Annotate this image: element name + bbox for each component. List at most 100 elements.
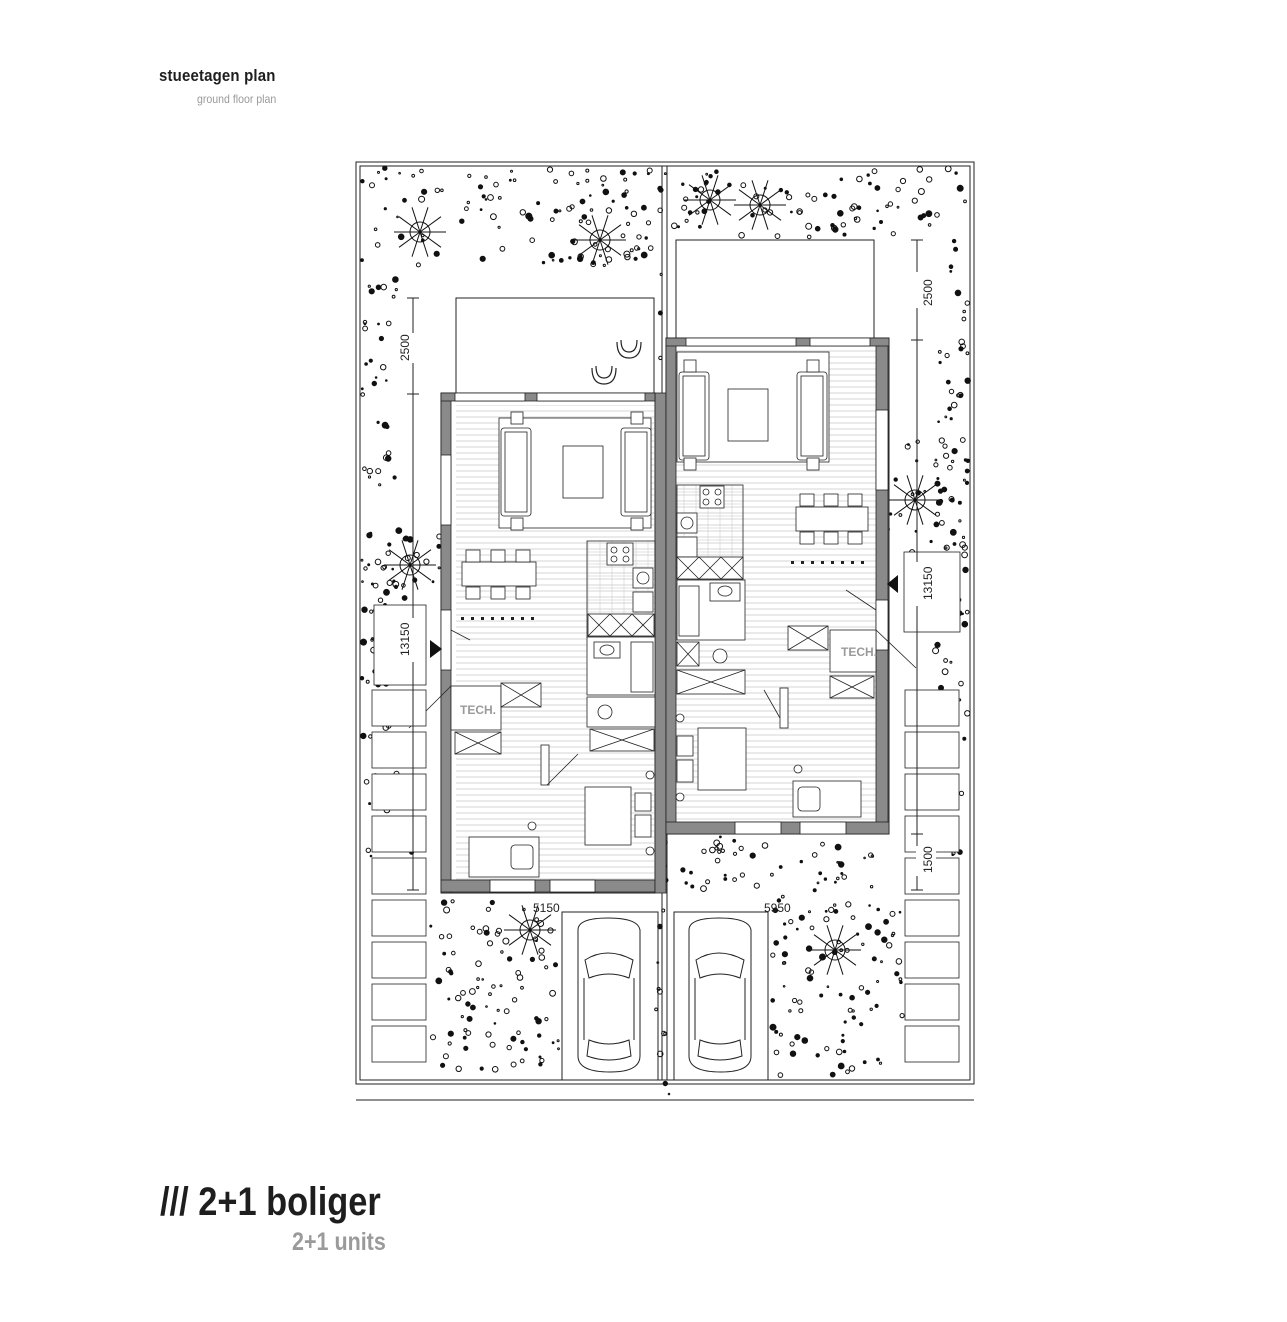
shrub-dot xyxy=(383,588,390,596)
shrub-dot xyxy=(360,387,364,391)
shrub-dot xyxy=(842,1049,847,1054)
shrub-dot xyxy=(896,205,900,209)
shrub-dot xyxy=(508,178,512,182)
shrub-dot xyxy=(950,401,958,409)
shrub-dot xyxy=(840,1039,845,1044)
shrub-dot xyxy=(824,909,828,913)
tree-symbol xyxy=(734,180,786,230)
paving-tile xyxy=(371,815,427,853)
shrub-dot xyxy=(576,255,584,262)
shrub-dot xyxy=(585,219,592,226)
paving-tile xyxy=(371,1025,427,1063)
shrub-dot xyxy=(396,215,399,219)
shrub-dot xyxy=(377,322,380,326)
shrub-dot xyxy=(497,225,501,229)
shrub-dot xyxy=(850,915,856,920)
shrub-dot xyxy=(695,210,700,215)
shrub-dot xyxy=(538,1062,543,1067)
shrub-dot xyxy=(661,1030,667,1037)
shrub-dot xyxy=(801,1037,809,1044)
shrub-dot xyxy=(654,1007,658,1012)
shrub-dot xyxy=(581,214,588,220)
shrub-dot xyxy=(723,873,727,877)
shrub-dot xyxy=(719,835,722,839)
shrub-dot xyxy=(385,550,391,556)
shrub-dot xyxy=(782,961,787,965)
shrub-dot xyxy=(705,172,709,176)
shrub-dot xyxy=(895,958,903,965)
shrub-dot xyxy=(479,208,483,212)
shrub-dot xyxy=(657,207,664,214)
shrub-dot xyxy=(568,170,575,177)
shrub-dot xyxy=(948,496,955,502)
shrub-dot xyxy=(401,595,408,601)
shrub-dot xyxy=(387,542,392,547)
shrub-dot xyxy=(376,420,380,424)
shrub-dot xyxy=(840,222,846,228)
shrub-dot xyxy=(368,734,373,739)
shrub-dot xyxy=(360,258,364,263)
shrub-dot xyxy=(602,188,610,196)
shrub-dot xyxy=(690,884,695,889)
shrub-dot xyxy=(500,950,504,954)
shrub-dot xyxy=(936,477,940,480)
shrub-dot xyxy=(950,459,955,464)
shrub-dot xyxy=(680,867,686,873)
shrub-dot xyxy=(463,1028,468,1033)
shrub-dot xyxy=(845,901,852,908)
shrub-dot xyxy=(663,172,667,176)
left-unit: TECH. xyxy=(408,392,667,894)
shrub-dot xyxy=(858,985,865,991)
shrub-dot xyxy=(954,289,962,297)
shrub-dot xyxy=(866,173,870,177)
shrub-dot xyxy=(506,1044,512,1051)
shrub-dot xyxy=(933,521,940,528)
shrub-dot xyxy=(889,512,893,516)
shrub-dot xyxy=(876,1057,880,1062)
shrub-dot xyxy=(782,985,786,988)
shrub-dot xyxy=(945,379,951,385)
shrub-dot xyxy=(440,1062,446,1068)
shrub-dot xyxy=(459,218,465,224)
shrub-dot xyxy=(958,519,962,523)
shrub-dot xyxy=(435,977,443,985)
shrub-dot xyxy=(961,620,969,628)
tree-symbol xyxy=(809,925,861,975)
shrub-dot xyxy=(714,169,719,174)
shrub-dot xyxy=(770,952,776,958)
shrub-dot xyxy=(856,932,860,936)
shrub-dot xyxy=(797,999,803,1005)
shrub-dot xyxy=(460,1015,464,1019)
shrub-dot xyxy=(863,856,866,860)
shrub-dot xyxy=(684,881,688,885)
shrub-dot xyxy=(770,872,774,877)
shrub-dot xyxy=(455,994,462,1002)
shrub-dot xyxy=(716,842,724,850)
shrub-dot xyxy=(633,256,638,261)
shrub-dot xyxy=(479,255,486,262)
shrub-dot xyxy=(835,1048,843,1056)
shrub-dot xyxy=(871,956,877,962)
dim-left-length: 13150 xyxy=(398,622,412,656)
shrub-dot xyxy=(495,927,502,935)
shrub-dot xyxy=(898,977,903,982)
shrub-dot xyxy=(549,989,556,997)
shrub-dot xyxy=(961,551,968,559)
shrub-dot xyxy=(467,173,472,178)
shrub-dot xyxy=(927,223,932,227)
shrub-dot xyxy=(868,904,871,907)
shrub-dot xyxy=(484,198,488,201)
shrub-dot xyxy=(360,558,364,562)
shrub-dot xyxy=(525,212,533,220)
shrub-dot xyxy=(837,210,844,217)
shrub-dot xyxy=(397,233,405,241)
shrub-dot xyxy=(553,962,558,968)
shrub-dot xyxy=(934,480,941,487)
shrub-dot xyxy=(411,173,416,178)
shrub-dot xyxy=(484,175,488,179)
shrub-dot xyxy=(620,233,626,239)
shrub-dot xyxy=(421,188,428,195)
shrub-dot xyxy=(447,1030,454,1037)
shrub-dot xyxy=(684,218,689,223)
